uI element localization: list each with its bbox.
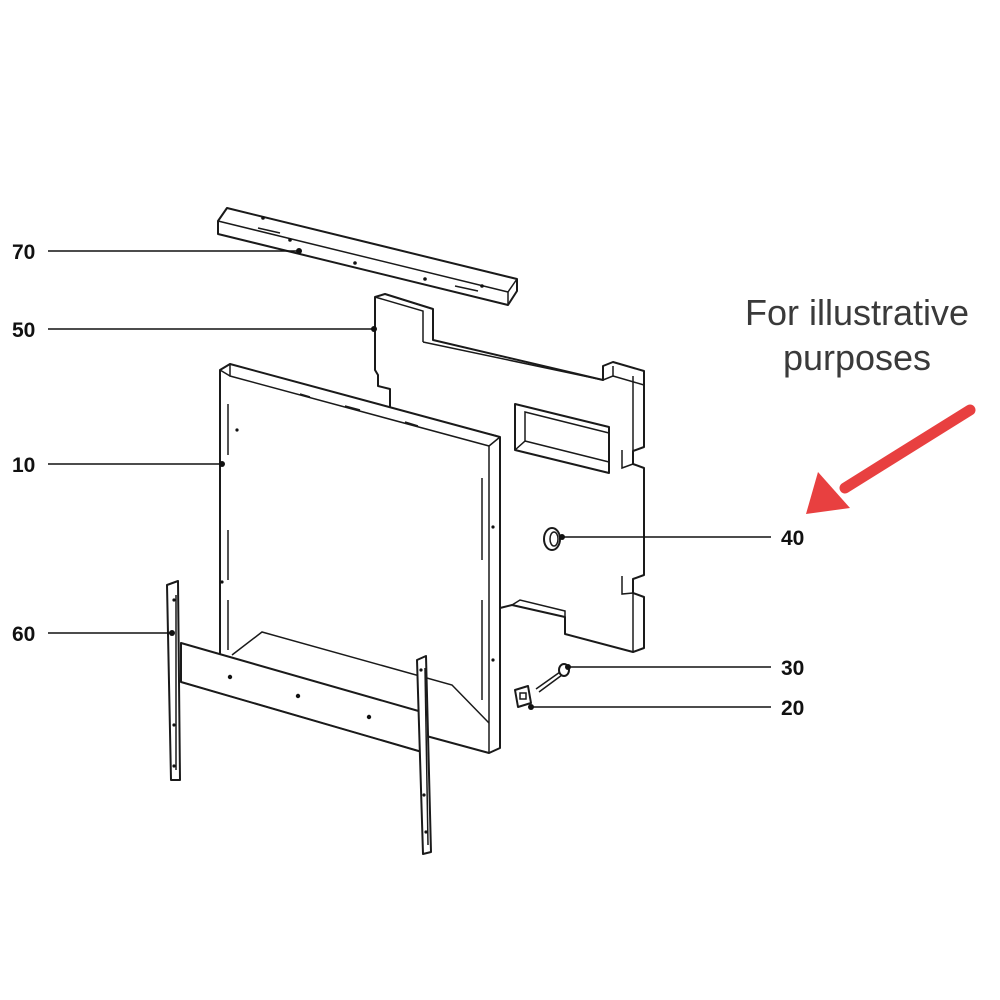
illustrative-note-line2: purposes (783, 337, 931, 378)
part-10-door-panel (219, 363, 501, 754)
callout-50: 50 (12, 319, 35, 342)
part-20-clip (514, 685, 532, 708)
callout-10: 10 (12, 454, 35, 477)
leader-lines (48, 248, 771, 710)
part-30-screw (535, 663, 570, 693)
callout-30: 30 (781, 657, 804, 680)
callout-20: 20 (781, 697, 804, 720)
part-50-insulation-panel (374, 293, 645, 653)
part-70-top-plate (217, 207, 518, 306)
callout-60: 60 (12, 623, 35, 646)
illustrative-note-line1: For illustrative (745, 292, 969, 333)
callout-40: 40 (781, 527, 804, 550)
part-40-grommet (543, 527, 561, 551)
red-arrow-icon (806, 404, 976, 514)
callout-70: 70 (12, 241, 35, 264)
